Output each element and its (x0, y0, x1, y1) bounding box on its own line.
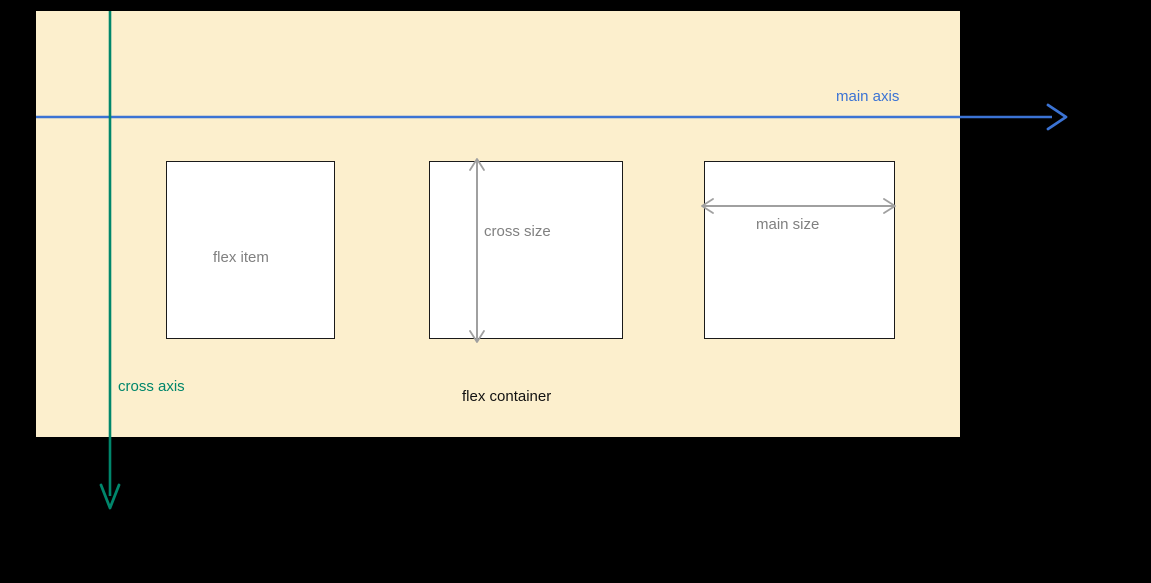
main-size-text: main size (756, 216, 820, 233)
flex-item-box-1 (166, 161, 335, 339)
flex-item-box-2 (429, 161, 623, 339)
cross-size-text: cross size (484, 223, 551, 240)
cross-axis-label: cross axis (118, 378, 185, 395)
main-axis-arrowhead-icon (1046, 103, 1068, 131)
flex-item-text: flex item (213, 249, 269, 266)
main-axis-label: main axis (836, 88, 900, 105)
flex-container-caption: flex container (462, 388, 552, 405)
flex-item-box-3 (704, 161, 895, 339)
cross-axis-arrowhead-icon (99, 483, 121, 510)
